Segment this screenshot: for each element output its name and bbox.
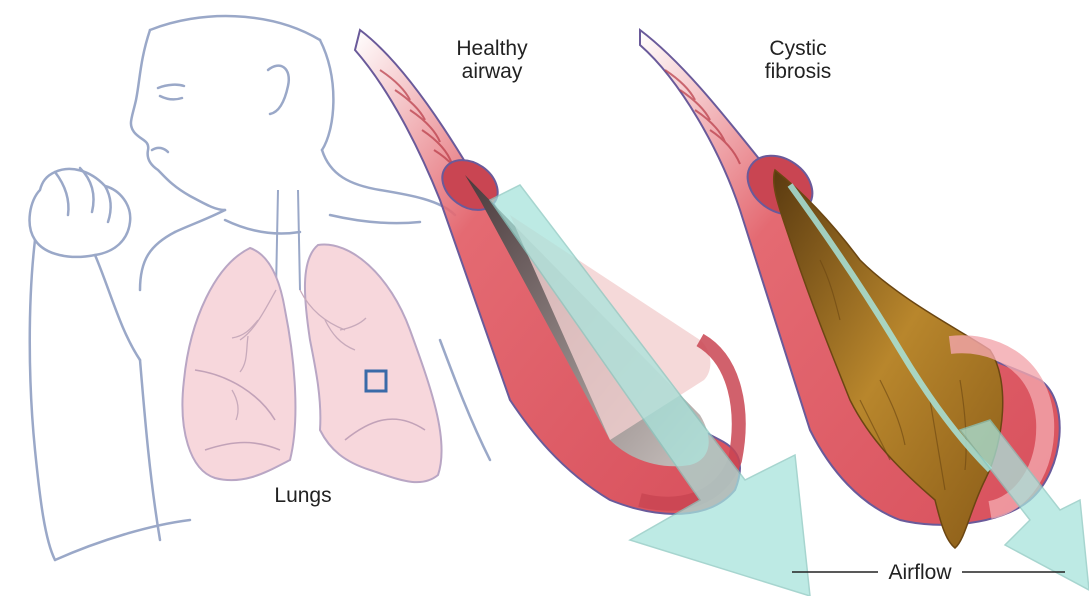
healthy-airway-label: Healthy airway bbox=[432, 37, 552, 83]
lungs-label: Lungs bbox=[263, 484, 343, 507]
lungs-illustration bbox=[182, 190, 441, 482]
cystic-fibrosis-label: Cystic fibrosis bbox=[738, 37, 858, 83]
right-lung bbox=[182, 248, 295, 480]
healthy-airway-illustration bbox=[355, 30, 810, 596]
airflow-label: Airflow bbox=[880, 561, 960, 584]
left-lung bbox=[305, 245, 442, 483]
